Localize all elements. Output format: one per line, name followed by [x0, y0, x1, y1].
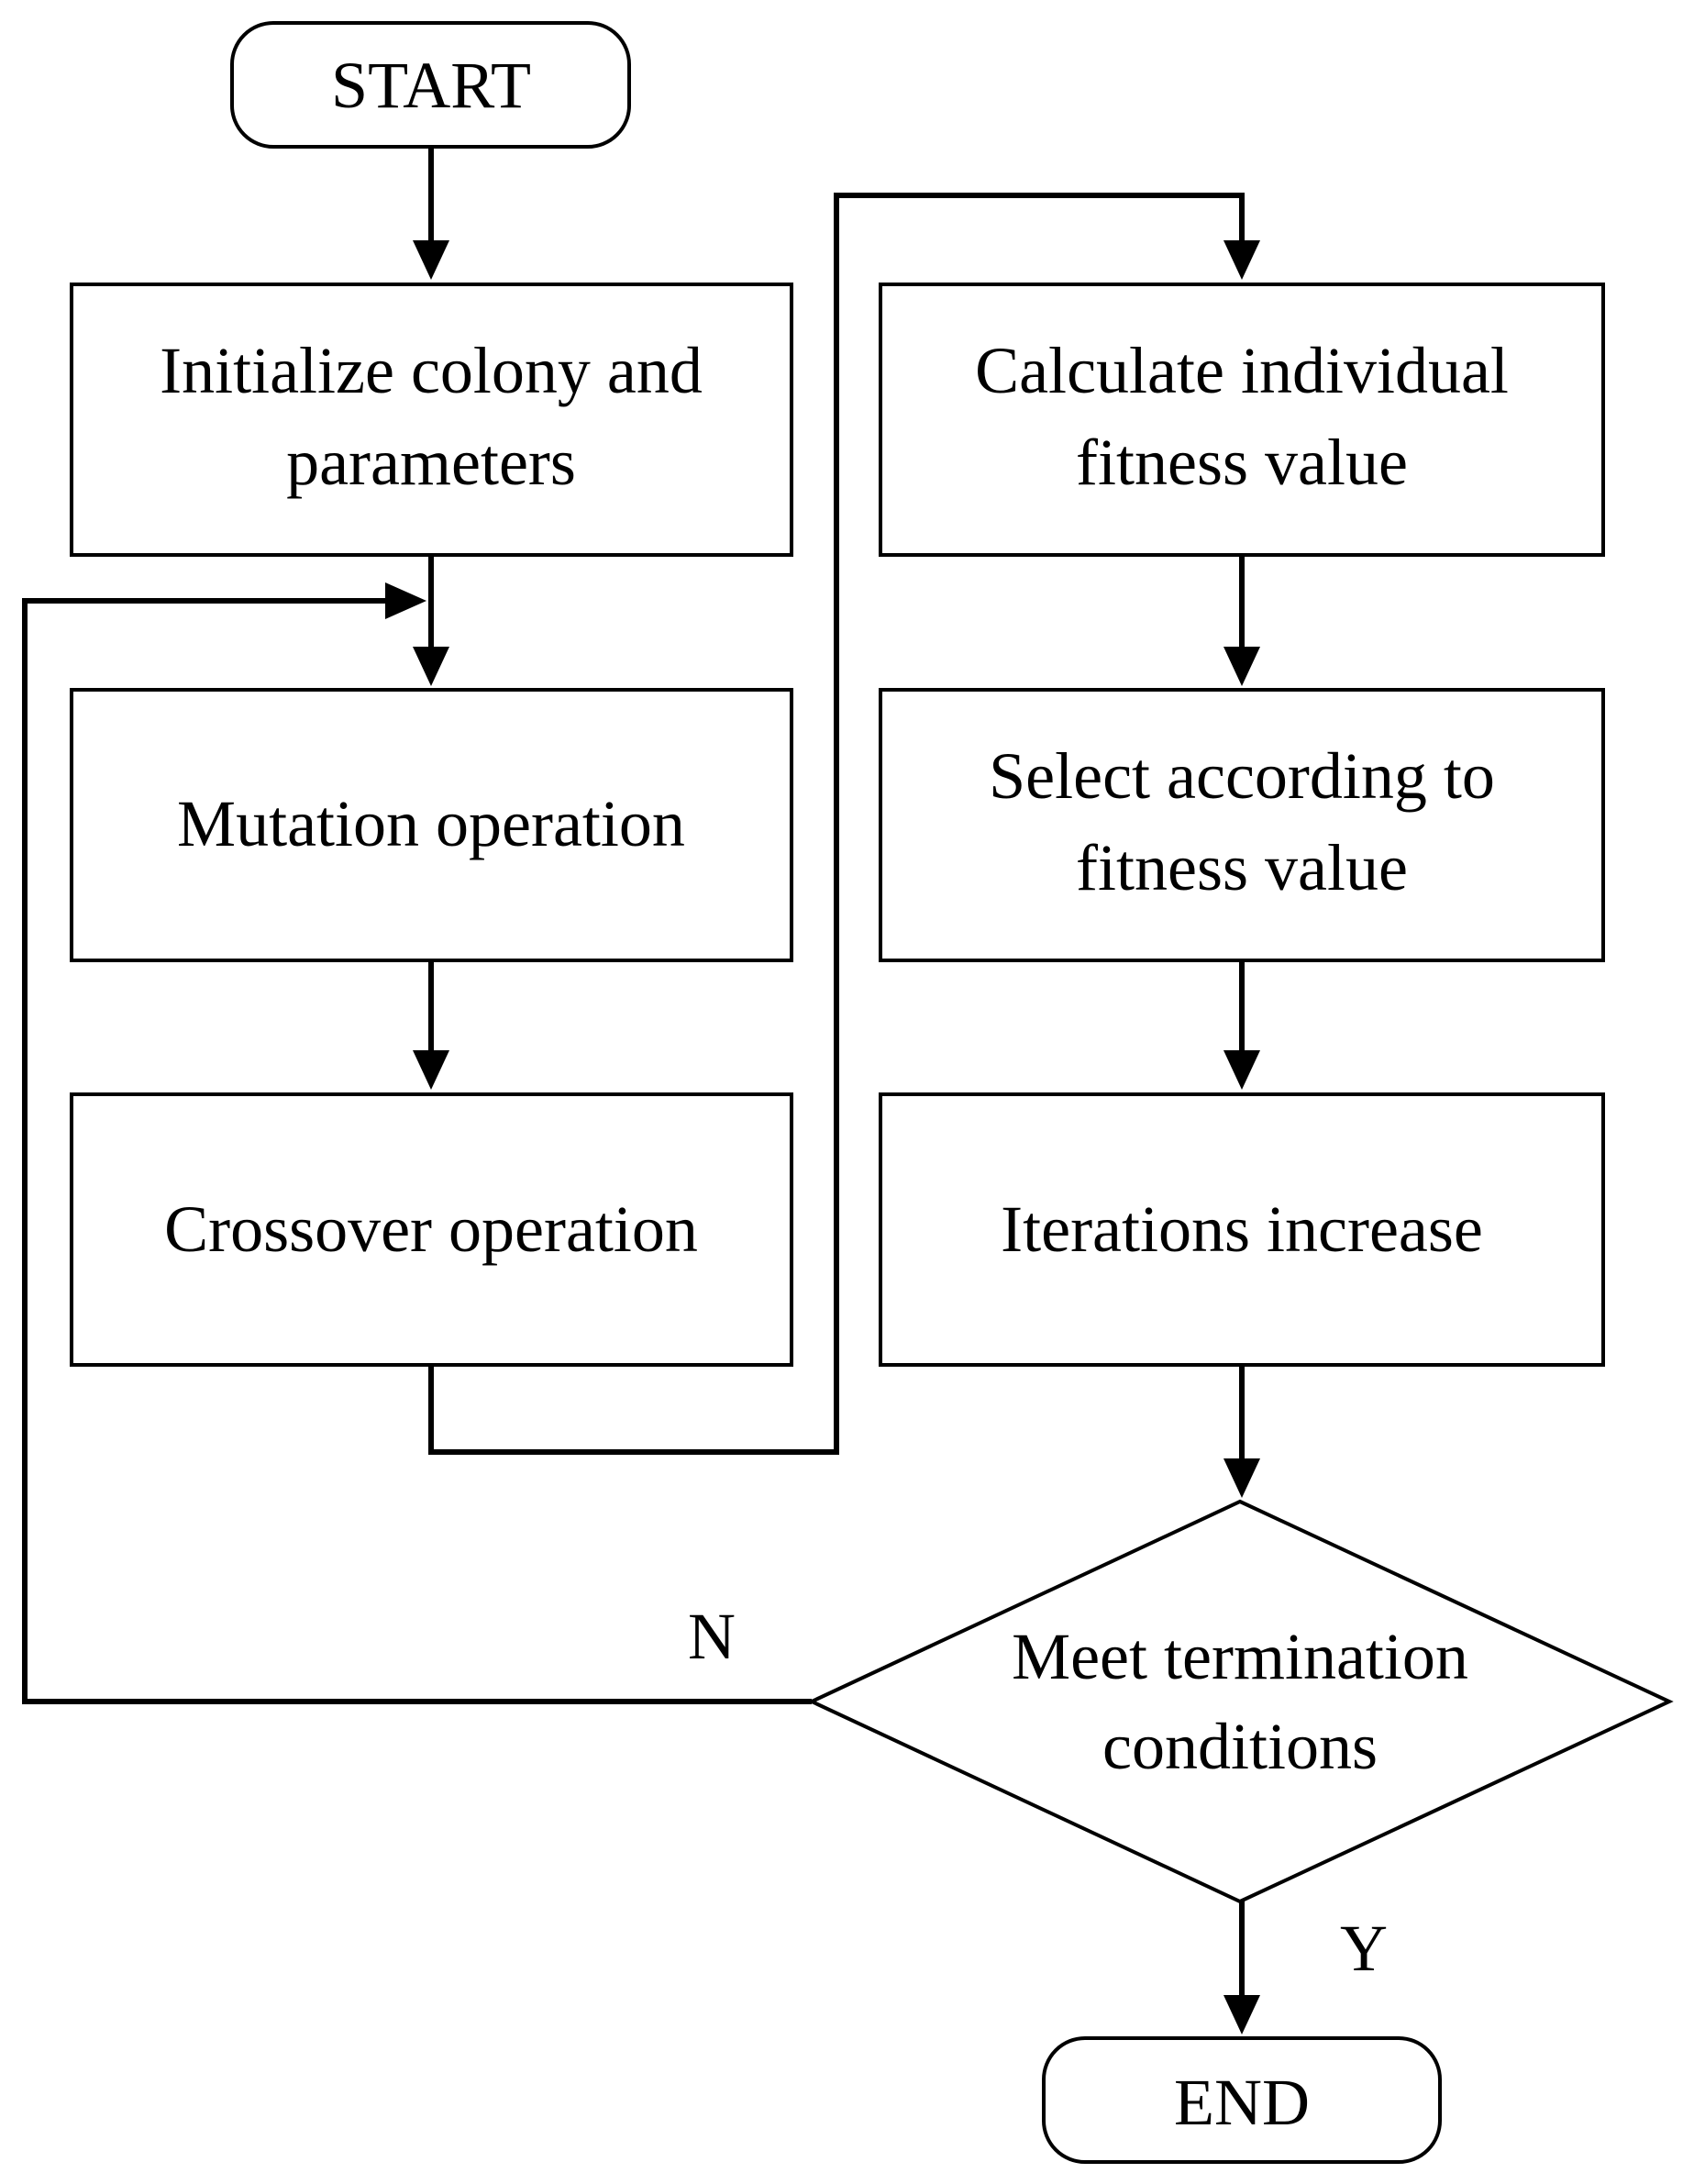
calculate-fitness-label-line2: fitness value	[1076, 426, 1408, 499]
arrowhead	[1223, 1050, 1260, 1090]
decision-label-line1: Meet termination	[1012, 1620, 1468, 1693]
initialize-box: Initialize colony and parameters	[70, 283, 793, 557]
edge-select-to-iterations	[1223, 960, 1260, 1090]
crossover-box: Crossover operation	[70, 1092, 793, 1367]
arrowhead	[413, 1050, 449, 1090]
arrowhead	[1223, 240, 1260, 280]
select-label-line2: fitness value	[1076, 831, 1408, 904]
decision-label-line2: conditions	[1102, 1710, 1378, 1783]
select-label-line1: Select according to	[989, 739, 1495, 813]
edge-crossover-to-calculate-fitness	[428, 193, 1260, 1455]
arrowhead	[1223, 647, 1260, 686]
iterations-box: Iterations increase	[879, 1092, 1605, 1367]
edge-decision-yes-to-end	[1223, 1901, 1260, 2034]
edge-calculate-fitness-to-select	[1223, 555, 1260, 686]
initialize-label-line1: Initialize colony and	[160, 334, 703, 407]
edge-start-to-initialize	[413, 147, 449, 280]
arrowhead	[1223, 1458, 1260, 1498]
edge-iterations-to-decision	[1223, 1365, 1260, 1498]
mutation-label: Mutation operation	[177, 787, 685, 860]
edge-label-no: N	[688, 1600, 736, 1673]
iterations-label: Iterations increase	[1001, 1192, 1483, 1266]
mutation-box: Mutation operation	[70, 688, 793, 962]
edge-initialize-to-mutation	[413, 555, 449, 686]
termination-decision: Meet termination conditions	[807, 1499, 1674, 1904]
start-label: START	[331, 49, 531, 122]
end-terminal: END	[1042, 2036, 1442, 2164]
start-terminal: START	[230, 21, 631, 149]
calculate-fitness-box: Calculate individual fitness value	[879, 283, 1605, 557]
edge-decision-no-loop	[22, 582, 812, 1704]
arrowhead	[413, 240, 449, 280]
initialize-label-line2: parameters	[286, 426, 576, 499]
end-label: END	[1174, 2066, 1310, 2139]
crossover-label: Crossover operation	[164, 1192, 698, 1266]
edge-label-yes: Y	[1340, 1912, 1388, 1985]
arrowhead	[413, 647, 449, 686]
calculate-fitness-label-line1: Calculate individual	[975, 334, 1509, 407]
arrowhead	[1223, 1995, 1260, 2034]
arrowhead	[385, 582, 426, 619]
select-box: Select according to fitness value	[879, 688, 1605, 962]
edge-mutation-to-crossover	[413, 960, 449, 1090]
